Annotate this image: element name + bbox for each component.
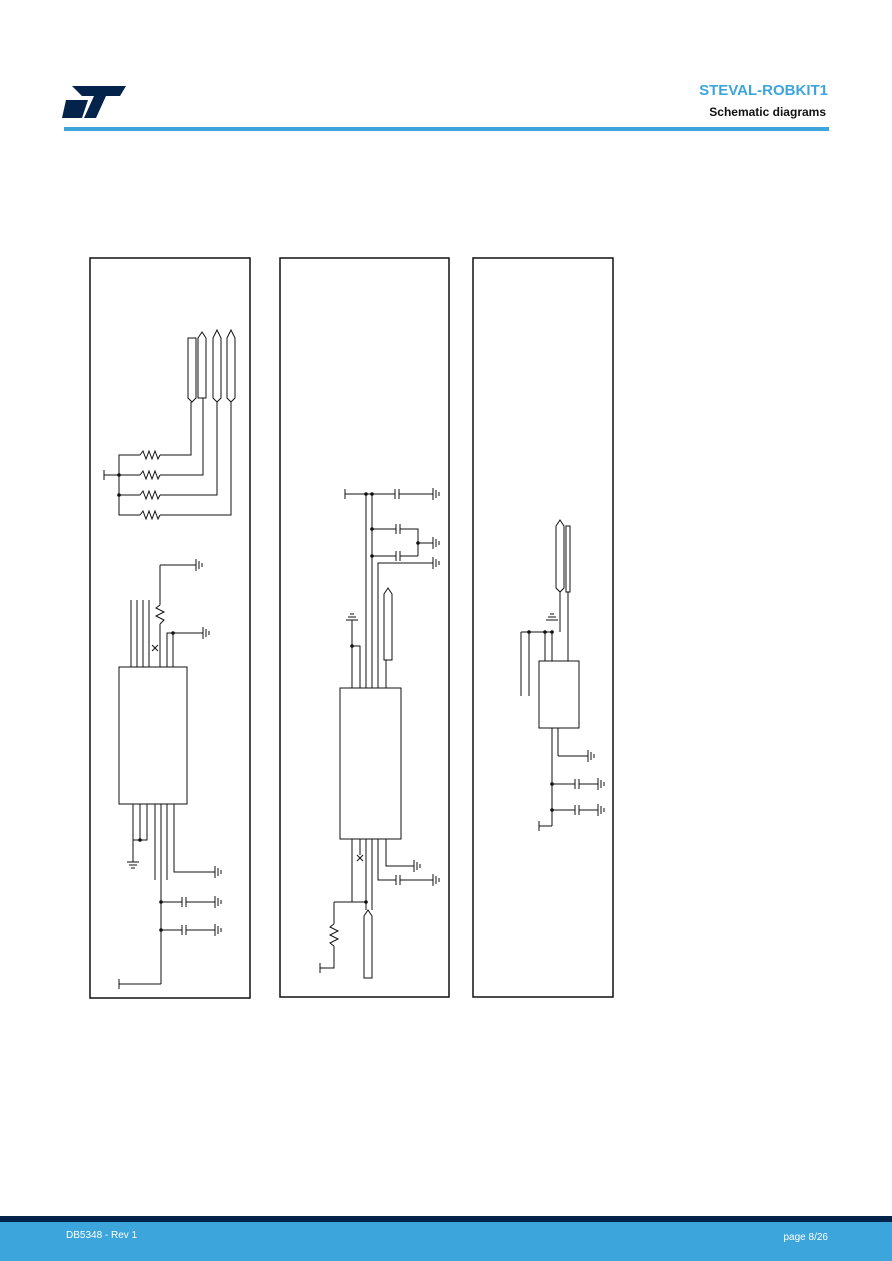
header-rule [64, 127, 829, 131]
footer-band [0, 1216, 892, 1261]
document-id: DB5348 - Rev 1 [66, 1230, 138, 1241]
page-number: page 8/26 [783, 1232, 829, 1243]
document-title: STEVAL-ROBKIT1 [699, 82, 828, 99]
schematic-panel-2 [279, 257, 450, 998]
section-title: Schematic diagrams [709, 105, 826, 119]
footer-strip [0, 1216, 892, 1222]
st-logo-icon [62, 86, 126, 118]
schematic-panel-3 [472, 257, 614, 998]
schematic-panel-1 [89, 257, 251, 999]
